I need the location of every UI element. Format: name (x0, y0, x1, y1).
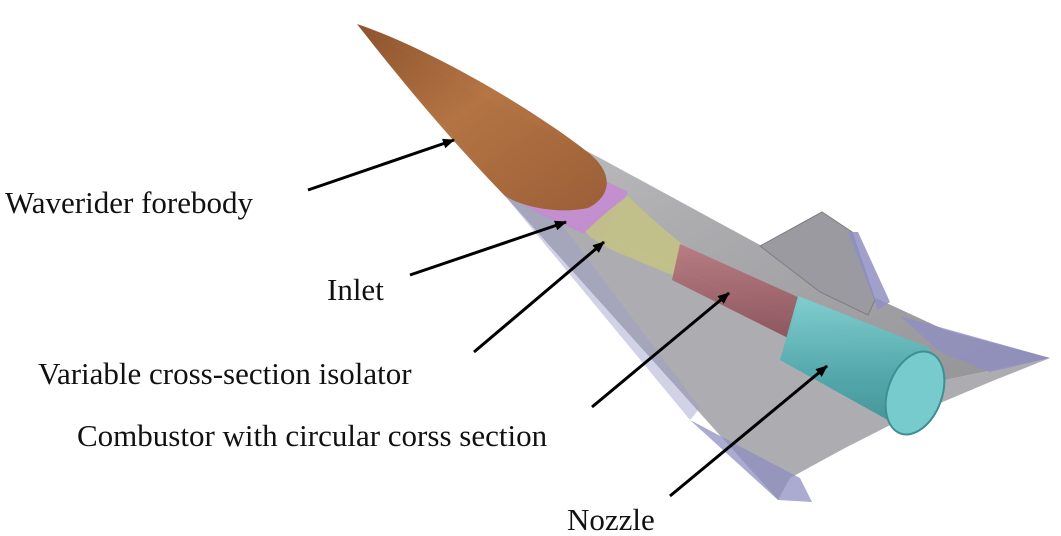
vehicle-body (358, 26, 1050, 502)
isolator-section (585, 196, 682, 278)
label-nozzle: Nozzle (567, 502, 655, 536)
arrow-isolator (473, 240, 605, 354)
combustor-section (672, 244, 800, 338)
arrow-forebody (307, 138, 455, 192)
labels: Waverider forebody Inlet Variable cross-… (5, 185, 655, 536)
wing-tip-lower (690, 420, 812, 502)
arrow-inlet (409, 220, 567, 277)
leader-arrows (307, 138, 828, 498)
vertical-fin-edge (848, 232, 890, 310)
label-inlet: Inlet (327, 272, 384, 307)
arrow-nozzle (669, 364, 828, 498)
fuselage-lower-surface (505, 196, 1050, 500)
label-isolator: Variable cross-section isolator (38, 356, 412, 391)
arrow-combustor (591, 291, 730, 409)
label-waverider-forebody: Waverider forebody (5, 185, 253, 220)
label-combustor: Combustor with circular corss section (77, 418, 548, 453)
nozzle-exit (884, 350, 946, 436)
wing-tip-right (900, 316, 1050, 372)
lower-edge-stripe (505, 196, 700, 420)
waverider-forebody (357, 24, 607, 211)
flowpath (357, 24, 946, 436)
